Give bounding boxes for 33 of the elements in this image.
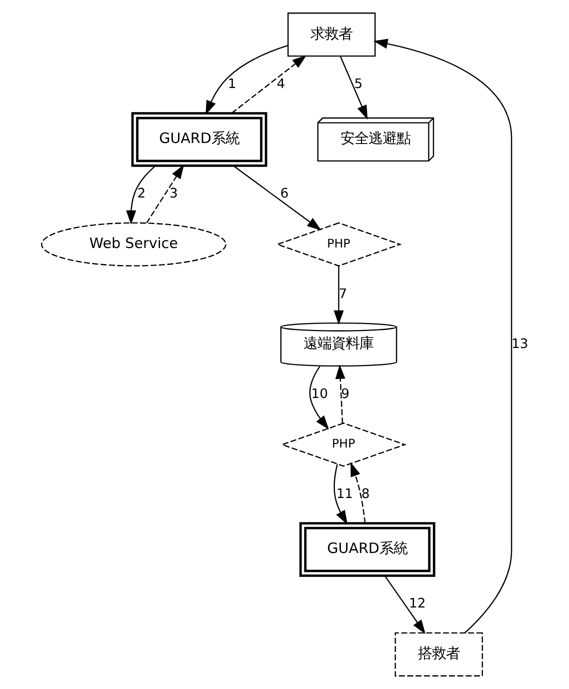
arrow: [205, 44, 288, 115]
edge-label: 1: [227, 76, 236, 92]
arrow: [372, 38, 512, 634]
arrow: [232, 165, 321, 230]
edge-label: 4: [276, 76, 285, 92]
edge-label: 13: [511, 336, 528, 352]
edge-label: 12: [408, 596, 426, 612]
arrow: [333, 464, 348, 525]
edge-label: 3: [168, 186, 178, 202]
node-box: 求救者: [286, 12, 376, 57]
node-diamond: PHP: [275, 222, 402, 266]
edge-label: 2: [136, 186, 146, 202]
node-ellipse: Web Service: [40, 222, 226, 266]
arrow: [334, 364, 345, 424]
node-box: 搭救者: [394, 632, 482, 676]
edge-label: 10: [310, 386, 328, 402]
arrow: [350, 462, 366, 524]
arrow: [126, 165, 156, 225]
arrow: [308, 366, 328, 430]
arrow: [339, 56, 368, 120]
arrow: [146, 164, 184, 224]
node-box: GUARD系統: [130, 112, 267, 167]
edge-label: 7: [338, 286, 347, 302]
arrow: [384, 576, 426, 634]
edge-label: 11: [336, 487, 353, 502]
edge-label: 6: [280, 186, 288, 202]
edge-label: 5: [354, 76, 362, 92]
node-box: GUARD系統: [298, 522, 435, 577]
edge-label: 9: [340, 386, 349, 402]
edge-label: 8: [360, 487, 370, 502]
arrow: [333, 266, 344, 325]
node-diamond: PHP: [280, 422, 406, 467]
arrow: [230, 55, 306, 114]
